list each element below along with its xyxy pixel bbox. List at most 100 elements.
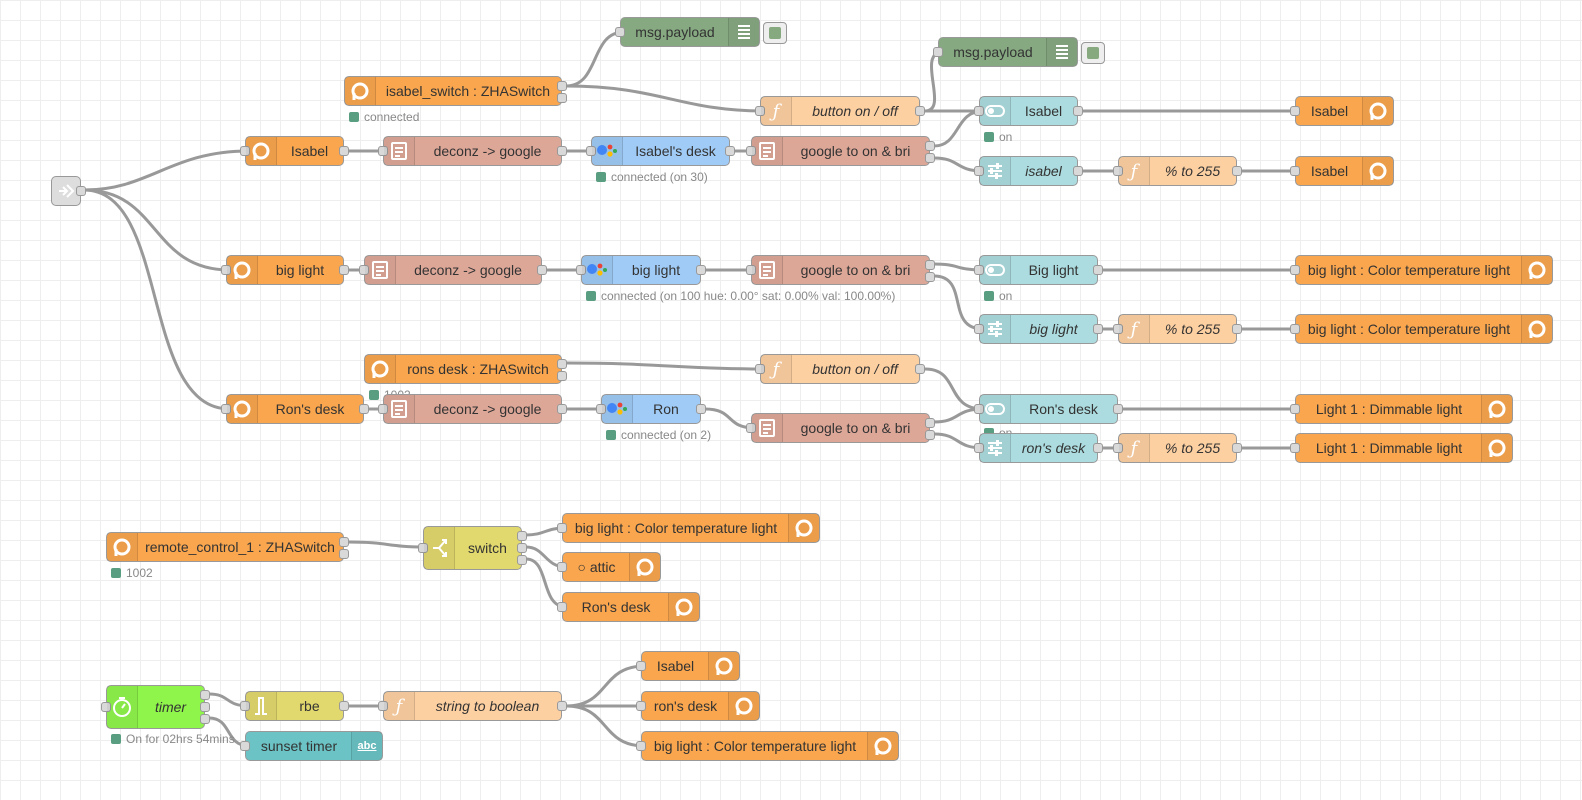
output-port[interactable] [359,404,369,414]
wire[interactable] [347,540,428,549]
output-port[interactable] [925,260,935,270]
template-node[interactable]: google to on & bri [746,255,935,285]
zigbee-output-node[interactable]: ron's desk [636,691,760,721]
switch-node[interactable]: switch [418,526,527,570]
template-node[interactable]: google to on & bri [746,136,935,166]
rbe-node[interactable]: rbe [240,691,349,721]
output-port[interactable] [1232,324,1242,334]
wire[interactable] [933,274,984,331]
zigbee-output-node[interactable]: big light : Color temperature light [1290,314,1553,344]
output-port[interactable] [1232,166,1242,176]
zigbee-output-node[interactable]: ○ attic [557,552,661,582]
function-node[interactable]: ƒ button on / off [755,96,925,126]
input-port[interactable] [974,166,984,176]
input-port[interactable] [1290,166,1300,176]
output-port[interactable] [557,371,567,381]
wire[interactable] [565,361,765,371]
input-port[interactable] [418,543,428,553]
dashboard-slider-node[interactable]: isabel [974,156,1083,186]
output-port[interactable] [925,272,935,282]
input-port[interactable] [636,741,646,751]
wire[interactable] [933,109,984,148]
output-port[interactable] [696,265,706,275]
function-node[interactable]: ƒ button on / off [755,354,925,384]
link-in-node[interactable] [51,176,86,206]
output-port[interactable] [557,93,567,103]
input-port[interactable] [1290,265,1300,275]
input-port[interactable] [636,701,646,711]
output-port[interactable] [76,186,86,196]
input-port[interactable] [1290,443,1300,453]
google-assistant-node[interactable]: Isabel's desk connected (on 30) [586,136,735,184]
output-port[interactable] [696,404,706,414]
input-port[interactable] [1113,324,1123,334]
wire[interactable] [83,149,250,192]
wire[interactable] [565,664,646,708]
zigbee-input-node[interactable]: Isabel [240,136,349,166]
wire[interactable] [83,188,231,272]
output-port[interactable] [557,701,567,711]
output-port[interactable] [1232,443,1242,453]
dashboard-slider-node[interactable]: big light [974,314,1103,344]
zigbee-output-node[interactable]: Light 1 : Dimmable light [1290,394,1513,424]
output-port[interactable] [339,537,349,547]
dashboard-slider-node[interactable]: ron's desk [974,433,1103,463]
template-node[interactable]: google to on & bri [746,413,935,443]
input-port[interactable] [576,265,586,275]
output-port[interactable] [1073,166,1083,176]
wire[interactable] [565,84,765,113]
zigbee-output-node[interactable]: big light : Color temperature light [557,513,820,543]
input-port[interactable] [221,404,231,414]
output-port[interactable] [517,555,527,565]
zigbee-output-node[interactable]: big light : Color temperature light [636,731,899,761]
input-port[interactable] [615,27,625,37]
input-port[interactable] [933,47,943,57]
input-port[interactable] [755,364,765,374]
zigbee-input-node[interactable]: Ron's desk [221,394,369,424]
output-port[interactable] [339,549,349,559]
output-port[interactable] [339,146,349,156]
input-port[interactable] [359,265,369,275]
output-port[interactable] [557,81,567,91]
google-assistant-node[interactable]: big light connected (on 100 hue: 0.00° s… [576,255,895,303]
input-port[interactable] [221,265,231,275]
output-port[interactable] [557,404,567,414]
zigbee-output-node[interactable]: big light : Color temperature light [1290,255,1553,285]
input-port[interactable] [746,423,756,433]
input-port[interactable] [746,265,756,275]
input-port[interactable] [101,702,111,712]
output-port[interactable] [339,265,349,275]
output-port[interactable] [925,153,935,163]
input-port[interactable] [596,404,606,414]
output-port[interactable] [925,430,935,440]
text-node[interactable]: sunset timer abc [240,731,383,761]
output-port[interactable] [1113,404,1123,414]
input-port[interactable] [240,146,250,156]
output-port[interactable] [925,418,935,428]
input-port[interactable] [1290,404,1300,414]
output-port[interactable] [517,543,527,553]
zigbee-output-node[interactable]: Ron's desk [557,592,700,622]
output-port[interactable] [1093,443,1103,453]
input-port[interactable] [557,562,567,572]
template-node[interactable]: deconz -> google [378,136,567,166]
input-port[interactable] [378,404,388,414]
output-port[interactable] [1093,324,1103,334]
zha-switch-node[interactable]: remote_control_1 : ZHASwitch 1002 [106,532,349,580]
wire[interactable] [924,367,984,411]
output-port[interactable] [200,714,210,724]
output-port[interactable] [915,106,925,116]
output-port[interactable] [1073,106,1083,116]
template-node[interactable]: deconz -> google [359,255,547,285]
debug-toggle-button[interactable] [763,22,787,44]
input-port[interactable] [974,404,984,414]
input-port[interactable] [1113,443,1123,453]
zigbee-input-node[interactable]: big light [221,255,349,285]
input-port[interactable] [974,324,984,334]
output-port[interactable] [517,531,527,541]
dashboard-switch-node[interactable]: Big light on [974,255,1103,303]
output-port[interactable] [200,690,210,700]
debug-node[interactable]: msg.payload [615,17,787,47]
function-node[interactable]: ƒ % to 255 [1113,314,1242,344]
